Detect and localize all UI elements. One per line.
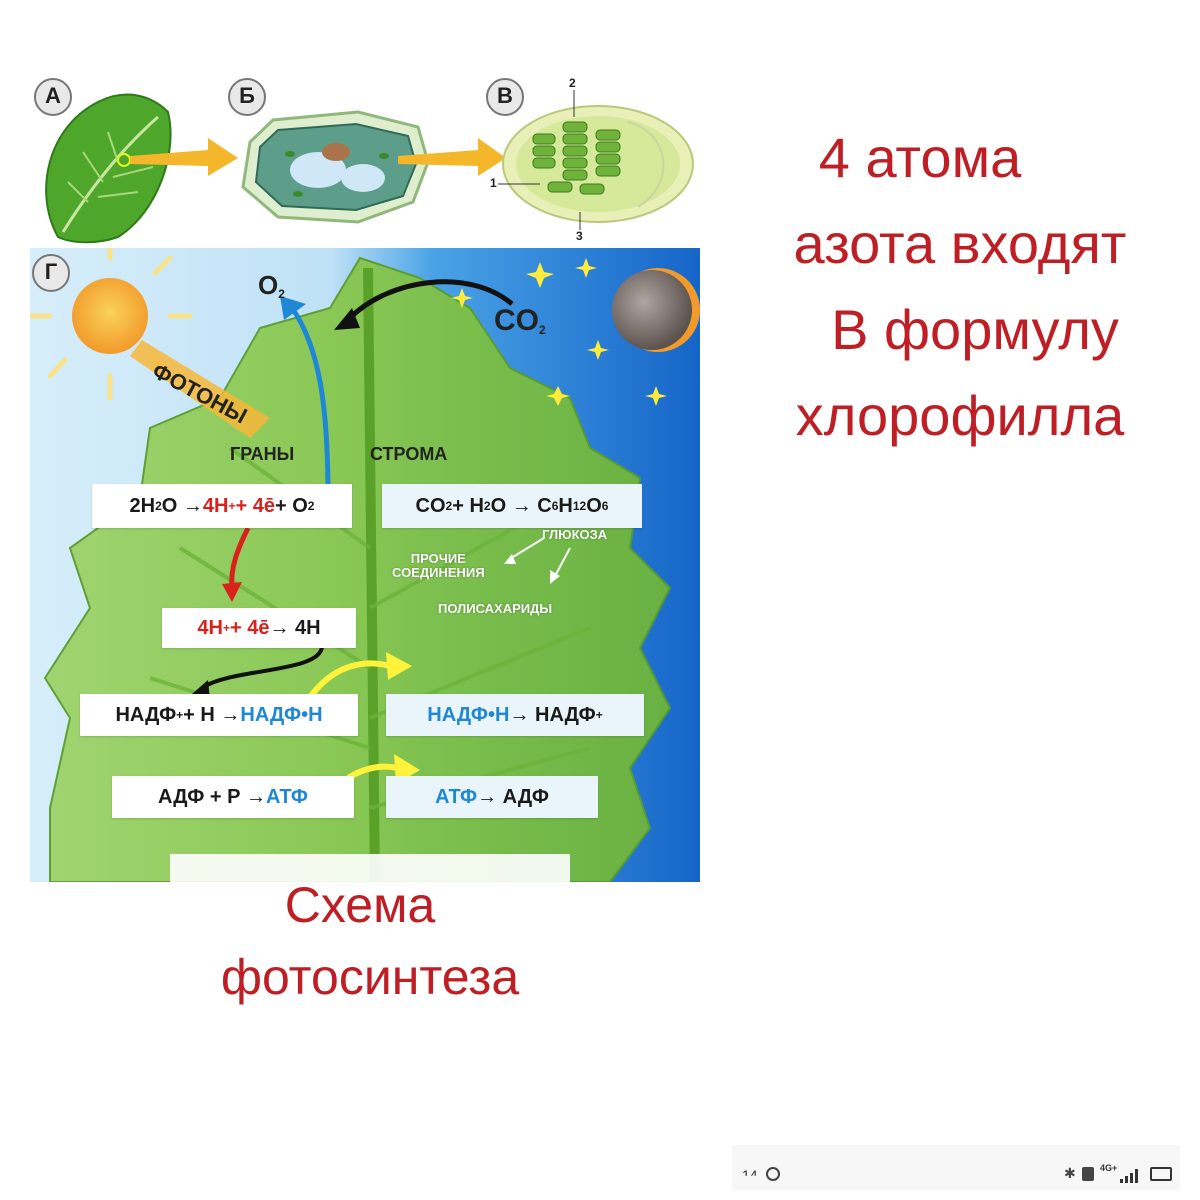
panel-label-v: В [486, 78, 524, 116]
chloroplast-illustration [498, 90, 694, 230]
hydrogen-arrow [200, 645, 324, 690]
nitrogen-note-line-1: 4 атома [818, 126, 1022, 189]
panel-label-a: А [34, 78, 72, 116]
equation-hydrogen-formation: 4H++ 4ē → 4H [162, 608, 356, 648]
glucose-label: ГЛЮКОЗА [542, 527, 608, 542]
nitrogen-note-line-2: азота входят [793, 212, 1127, 275]
panel-label-g: Г [32, 254, 70, 292]
co2-label: CO2 [494, 304, 546, 337]
electron-arrow [229, 526, 251, 589]
equation-atp-hydrolysis: АТФ → АДФ [386, 776, 598, 818]
moon-icon [612, 268, 700, 352]
stars-icon [451, 258, 667, 406]
diagram-caption-line-1: Схема [284, 877, 436, 933]
equation-atp-synthesis: АДФ + Р → АТФ [112, 776, 354, 818]
arrow-b-to-v [398, 138, 506, 176]
diagram-caption-line-2: фотосинтеза [220, 949, 520, 1005]
status-bar: 14 ✱ 4G+ [732, 1145, 1180, 1190]
plant-cell-illustration [241, 110, 430, 224]
whatsapp-icon [766, 1167, 780, 1181]
nadph-transfer-arrow [305, 660, 391, 702]
grana-label: ГРАНЫ [230, 444, 295, 464]
diagram-caption: Схема фотосинтеза [170, 880, 570, 1024]
equation-nadph-formation: НАДФ++ H → НАДФ•Н [80, 694, 358, 736]
top-strip-illustration [45, 90, 694, 244]
signal-icon [1120, 1167, 1144, 1183]
chloroplast-label-3: 3 [576, 229, 583, 243]
leaf-illustration [45, 93, 172, 244]
status-time: 14 [742, 1167, 758, 1183]
sun-icon [30, 248, 270, 438]
co2-arrow [348, 279, 514, 320]
arrow-a-to-b [130, 138, 238, 176]
nitrogen-note: 4 атома азота входят В формулу хлорофилл… [740, 130, 1180, 474]
other-compounds-label: ПРОЧИЕ СОЕДИНЕНИЯ [392, 551, 485, 581]
panel-label-b: Б [228, 78, 266, 116]
bluetooth-icon: ✱ [1064, 1165, 1076, 1181]
chloroplast-label-2: 2 [569, 76, 576, 90]
o2-arrow [289, 306, 331, 499]
network-label: 4G+ [1100, 1163, 1118, 1173]
top-strip: А Б В 2 1 3 [28, 72, 712, 247]
equation-nadph-oxidation: НАДФ•Н → НАДФ+ [386, 694, 644, 736]
stroma-label: СТРОМА [370, 444, 448, 464]
polysaccharides-label: ПОЛИСАХАРИДЫ [438, 601, 553, 616]
chloroplast-label-1: 1 [490, 176, 497, 190]
nitrogen-note-line-4: хлорофилла [795, 384, 1125, 447]
nitrogen-note-line-3: В формулу [831, 298, 1119, 361]
vibration-icon [1082, 1167, 1094, 1181]
battery-icon [1150, 1167, 1172, 1181]
o2-label: O2 [258, 270, 285, 301]
